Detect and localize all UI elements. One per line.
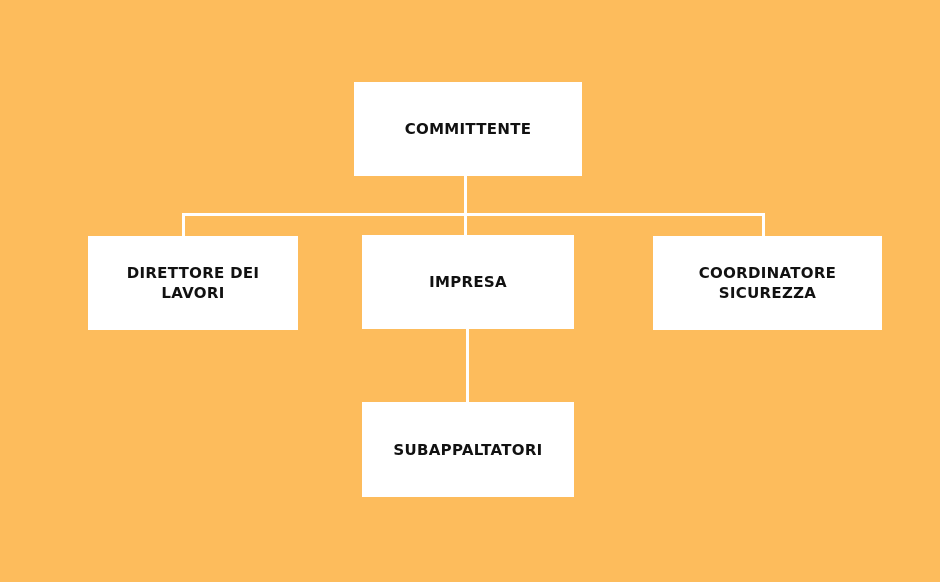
- node-direttore: DIRETTORE DEI LAVORI: [88, 236, 298, 330]
- node-committente: COMMITTENTE: [354, 82, 582, 176]
- connector-line: [464, 175, 467, 215]
- connector-line: [182, 213, 765, 216]
- node-label: COORDINATORE SICUREZZA: [698, 264, 837, 302]
- node-subappaltatori: SUBAPPALTATORI: [362, 402, 574, 497]
- connector-line: [466, 328, 469, 404]
- node-coordinatore: COORDINATORE SICUREZZA: [653, 236, 882, 330]
- connector-line: [762, 213, 765, 237]
- connector-line: [464, 213, 467, 237]
- node-label: COMMITTENTE: [404, 120, 532, 138]
- node-label: DIRETTORE DEI LAVORI: [126, 264, 260, 302]
- connector-line: [182, 213, 185, 237]
- node-label: IMPRESA: [429, 273, 507, 291]
- node-label: SUBAPPALTATORI: [393, 440, 543, 459]
- node-impresa: IMPRESA: [362, 235, 574, 329]
